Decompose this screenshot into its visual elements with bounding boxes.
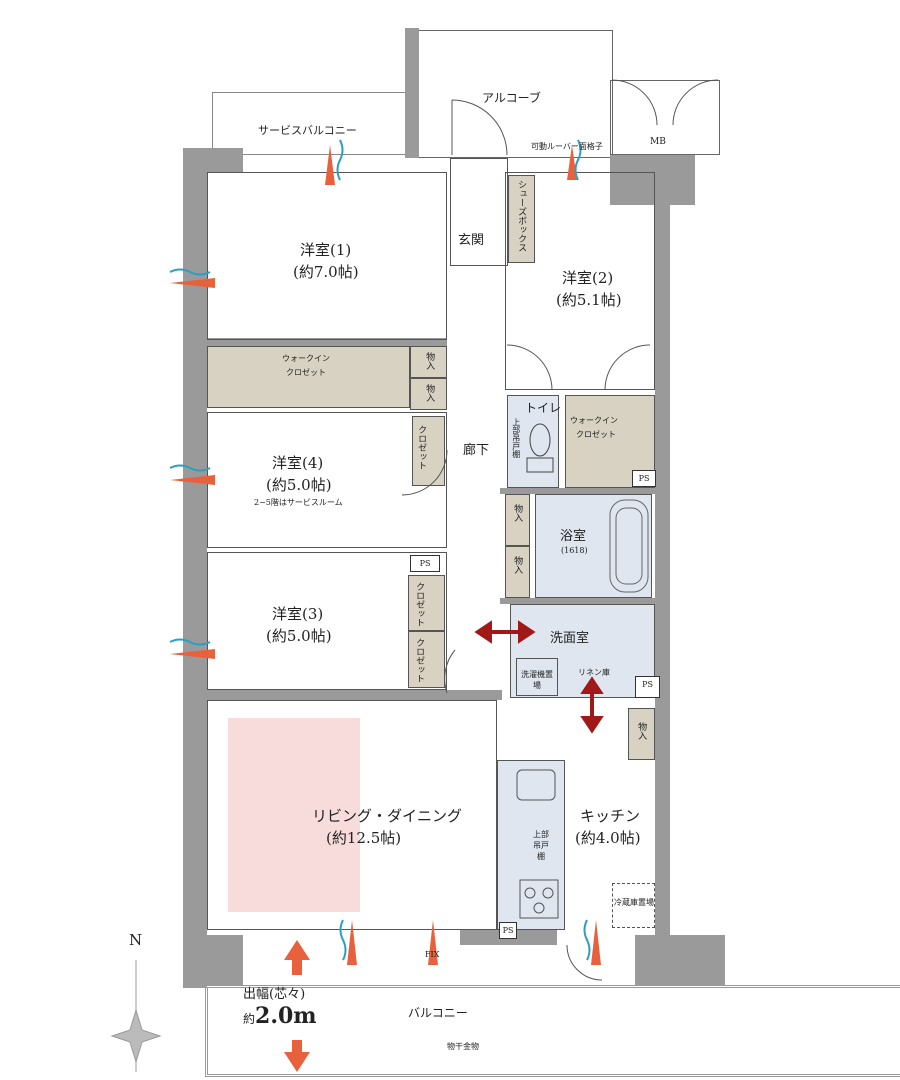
storage-1: [410, 346, 447, 378]
alcove-label: アルコーブ: [482, 91, 541, 105]
closet-3b: [408, 631, 445, 688]
bathroom-name: 浴室: [560, 529, 587, 544]
wall: [207, 690, 502, 700]
bathroom: [535, 494, 652, 598]
balcony-depth-number: 2.0m: [255, 1003, 317, 1029]
wall: [610, 155, 695, 205]
balcony-depth-value: 約2.0m: [243, 1002, 317, 1032]
entrance: [450, 158, 508, 266]
passage-arrow-icon: [474, 620, 604, 734]
shoe-box: [508, 175, 535, 263]
western-room-3-size: (約5.0帖): [266, 627, 332, 645]
stove-icon: [519, 879, 559, 919]
bathroom-size: (1618): [561, 546, 588, 555]
walk-in-closet-1: [207, 346, 410, 408]
fridge-label: 冷蔵庫置場: [614, 898, 654, 907]
closet-label: クロゼット: [414, 582, 425, 627]
service-balcony-label: サービスバルコニー: [258, 124, 357, 137]
shoe-box-label: シューズボックス: [516, 180, 527, 252]
wall: [655, 172, 670, 947]
toilet-cabinet-label: 上部吊戸棚: [511, 418, 521, 458]
corridor-label: 廊下: [463, 443, 490, 458]
balcony-depth-prefix: 約: [243, 1012, 256, 1026]
kitchen-name: キッチン: [580, 807, 641, 825]
storage-label: 物入: [512, 556, 523, 574]
washer-label: 洗濯機置場: [521, 670, 553, 690]
storage-label: 物入: [424, 352, 435, 370]
wic-2-label: ウォークイン: [570, 416, 618, 425]
mb-area: [610, 80, 720, 155]
living-dining-size: (約12.5帖): [326, 829, 402, 847]
ps-box: PS: [632, 470, 656, 487]
louver-label: 可動ルーバー面格子: [531, 142, 603, 151]
storage-label: 物入: [636, 722, 647, 740]
wic-2-label: クロゼット: [576, 430, 616, 439]
fridge-space: [612, 883, 655, 928]
western-room-1-size: (約7.0帖): [293, 263, 359, 281]
sink-icon: [516, 769, 556, 801]
storage-label: 物入: [424, 384, 435, 402]
wall: [183, 148, 243, 172]
wic-1-label: クロゼット: [286, 368, 326, 377]
bathtub-icon: [609, 499, 649, 593]
wall: [460, 930, 500, 945]
storage-5: [628, 708, 655, 760]
closet-3a: [408, 575, 445, 631]
drying-rack-label: 物干金物: [447, 1042, 479, 1051]
wall: [635, 935, 725, 985]
western-room-2-name: 洋室(2): [562, 269, 614, 287]
wall: [207, 338, 447, 346]
ps-box: PS: [410, 555, 440, 572]
western-room-4-name: 洋室(4): [272, 454, 324, 472]
western-room-4-note: 2~5階はサービスルーム: [254, 498, 343, 507]
storage-3: [505, 494, 530, 546]
storage-label: 物入: [512, 504, 523, 522]
mb-label: MB: [650, 137, 666, 147]
western-room-3: [207, 552, 447, 690]
western-room-3-name: 洋室(3): [272, 605, 324, 623]
linen-label: リネン庫: [578, 668, 610, 677]
wall: [500, 598, 660, 604]
wall: [183, 148, 207, 988]
closet-label: クロゼット: [416, 425, 427, 470]
wic-1-label: ウォークイン: [282, 354, 330, 363]
toilet-icon: [526, 423, 554, 473]
western-room-4-size: (約5.0帖): [266, 476, 332, 494]
washroom-label: 洗面室: [550, 631, 590, 646]
kitchen-cabinet-label: 上部吊戸棚: [533, 830, 549, 861]
kitchen-counter: [497, 760, 565, 930]
western-room-2: [505, 172, 655, 390]
living-dining-name: リビング・ダイニング: [312, 807, 463, 825]
balcony-depth-arrow-icon: [284, 940, 310, 1072]
kitchen-size: (約4.0帖): [575, 829, 641, 847]
toilet-label: トイレ: [525, 401, 562, 415]
closet-label: クロゼット: [414, 638, 425, 683]
balcony-area: [205, 985, 900, 1077]
ventilation-air-icon: [170, 145, 601, 965]
western-room-2-size: (約5.1帖): [556, 291, 622, 309]
storage-4: [505, 546, 530, 598]
wall: [500, 488, 660, 494]
compass-icon: [110, 960, 162, 1072]
balcony-label: バルコニー: [408, 1006, 468, 1020]
wall: [405, 28, 419, 158]
wall: [183, 935, 243, 985]
fix-label: FIX: [425, 950, 440, 959]
ps-box: PS: [499, 922, 517, 939]
balcony-depth-label: 出幅(芯々): [243, 987, 306, 1002]
compass-north-label: N: [129, 931, 143, 949]
entrance-label: 玄関: [458, 233, 485, 248]
washer-space: [516, 658, 558, 696]
furniture-zone: [228, 718, 360, 912]
ps-box: PS: [635, 676, 660, 698]
storage-2: [410, 378, 447, 410]
airflow-wave-icon: [169, 139, 591, 961]
western-room-1-name: 洋室(1): [300, 241, 352, 259]
door-swing-icon: [401, 79, 719, 981]
